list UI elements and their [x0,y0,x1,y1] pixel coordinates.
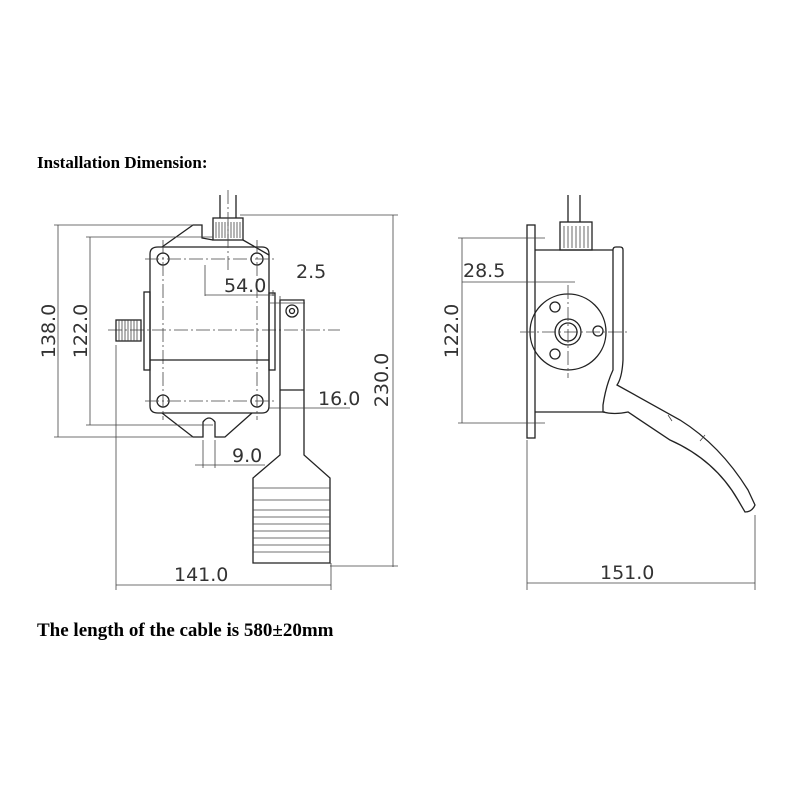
dim-16: 16.0 [318,388,360,410]
spline-shaft [115,319,142,342]
front-body [149,246,270,414]
cable-length-note: The length of the cable is 580±20mm [37,620,334,641]
heading: Installation Dimension: [37,153,208,172]
top-bevel [161,224,270,256]
left-flange [143,291,151,371]
rotor-screw [592,325,604,337]
dim-230: 230.0 [371,353,393,407]
center-lines [108,190,340,420]
side-dimension-lines [458,237,756,590]
side-center-lines [520,285,628,378]
dim-54: 54.0 [224,275,266,297]
side-cable-gland [559,221,593,251]
side-body [535,249,613,413]
bottom-bevel [161,412,253,438]
pivot [285,304,299,318]
pedal-arm [252,299,331,564]
pedal-grooves [253,487,330,553]
dim-141: 141.0 [174,564,228,586]
rotor-screw [549,301,561,313]
side-gland-knurl [563,226,589,248]
side-lever [602,246,756,513]
dim-122-front: 122.0 [70,304,92,358]
dim-138: 138.0 [38,304,60,358]
shaft-knurl [118,320,138,341]
lever-detail [667,414,706,442]
dim-122-side: 122.0 [441,304,463,358]
dim-28-5: 28.5 [463,260,505,282]
side-flange [526,224,536,439]
dim-2-5: 2.5 [296,261,326,283]
side-view: 122.0 28.5 151.0 [441,195,756,590]
front-view: 138.0 122.0 54.0 2.5 16.0 9.0 230.0 141.… [38,190,398,590]
dim-151: 151.0 [600,562,654,584]
side-cable [567,195,581,222]
pivot-inner [288,307,296,315]
cable [219,195,237,218]
dim-9: 9.0 [232,445,262,467]
rotor-screw [549,348,561,360]
front-dimension-lines [54,214,398,590]
right-flange [268,292,276,371]
